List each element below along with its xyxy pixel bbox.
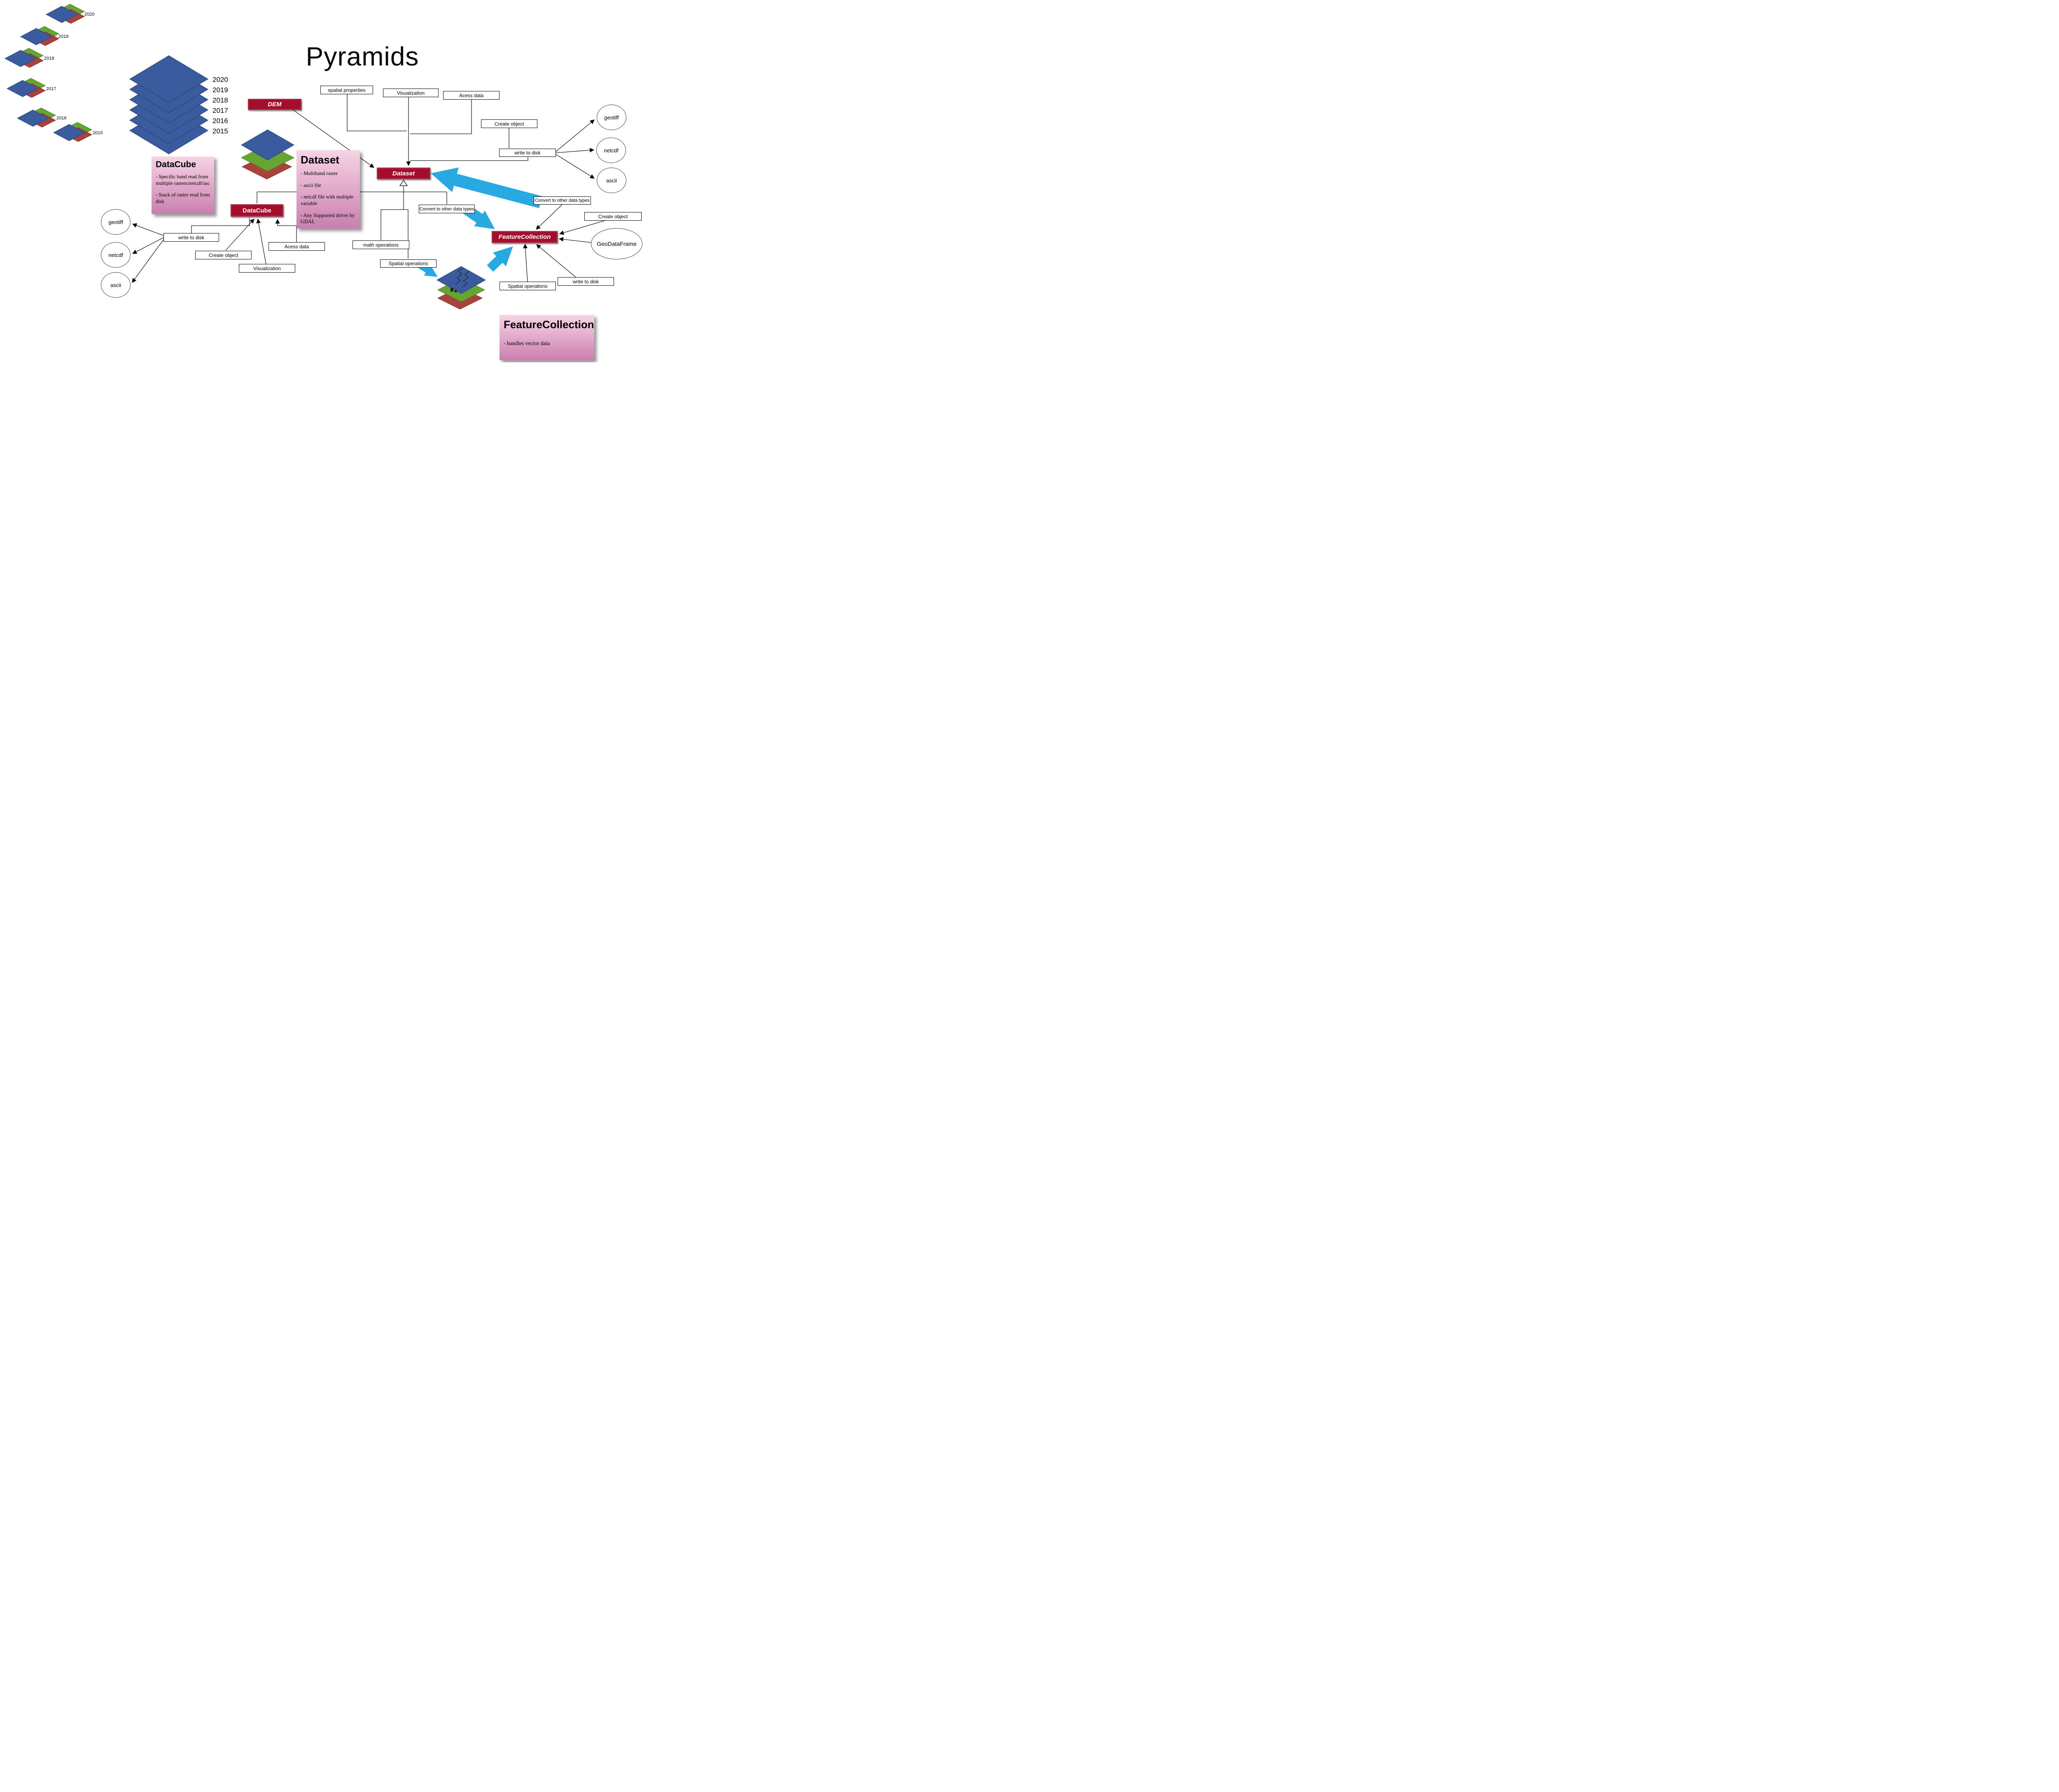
box-spatial-operations-fc: Spatial operations [500,282,556,290]
pyramid-stack-2018 [4,48,44,68]
blue-arrow-convert-to-dataset [431,167,542,208]
box-create-object-fc: Create object [584,212,642,221]
box-create-object-top: Create object [481,119,537,128]
class-box-featurecollection: FeatureCollection [492,231,558,243]
circle-ascii-right: ascii [597,168,626,193]
circle-geodataframe: GeoDataFrame [591,228,642,259]
pyramid-small-stacks [4,4,93,142]
inheritance-triangle [399,180,408,186]
box-create-object-left: Create object [195,251,252,259]
circle-geotiff-right: geotiff [597,105,626,130]
card-featurecollection: FeatureCollection - handles vector data [500,315,594,360]
big-layer-stack [129,55,208,154]
box-write-to-disk-fc: write to disk [558,277,614,286]
annotation-mark [451,288,453,292]
circle-ascii-left: ascii [101,272,131,298]
thick-blue-arrows [418,167,542,277]
box-convert-mid: Convert to other data types [419,205,475,213]
page-title: Pyramids [306,42,419,71]
card-dataset-line: - ascii file [301,182,321,188]
year-label-big-2016: 2016 [212,117,228,125]
pyramid-stack-2020 [45,4,85,24]
year-label-small-2016: 2016 [56,116,67,121]
card-dataset-line: - Any Supported driver by GDAL [301,212,355,225]
year-label-big-2015: 2015 [212,127,228,135]
box-convert-right: Convert to other data types [534,196,591,205]
pyramid-stack-2017 [6,78,46,98]
card-dataset: Dataset - Multiband raster - ascii file … [296,150,360,229]
year-label-small-2018: 2018 [44,56,54,61]
diagram-canvas: Pyramids 2020 2019 2018 2017 2016 2015 2… [0,0,642,362]
year-label-big-2020: 2020 [212,76,228,84]
card-datacube-line: - Stack of raster read from disk [156,192,210,204]
card-dataset-line: - netcdf file with multiple variable [301,194,354,206]
box-visualization-top: Visualization [383,89,439,97]
year-label-big-2019: 2019 [212,86,228,94]
box-math-operations: math operations [353,240,409,249]
raster-stack-dataset [240,129,295,180]
class-box-dem: DEM [248,99,301,110]
annotation-zigzag [455,268,463,284]
pyramid-stack-2016 [16,107,56,128]
year-label-small-2015: 2015 [93,131,103,135]
circle-netcdf-left: netcdf [101,242,131,268]
class-box-datacube: DataCube [231,204,283,217]
box-access-data-top: Acess data [443,91,500,100]
annotation-mark [455,290,457,292]
box-visualization-left: Visualization [239,264,295,273]
diagram-graphics [4,4,605,310]
class-box-dataset: Dataset [377,168,430,179]
connector-lines [132,94,605,283]
card-dataset-line: - Multiband raster [301,170,338,176]
card-featurecollection-line: - handles vector data [504,340,550,346]
pyramid-stack-2019 [20,26,60,46]
box-write-to-disk-left: write to disk [163,233,219,242]
box-spatial-operations-mid: Spatial operations [380,259,437,268]
card-datacube-line: - Specific band read from multiple raste… [156,174,210,186]
year-label-small-2020: 2020 [84,12,95,17]
card-datacube: DataCube - Specific band read from multi… [152,156,214,214]
card-dataset-title: Dataset [301,154,339,166]
year-label-big-2017: 2017 [212,107,228,114]
circle-geotiff-left: geotiff [101,209,131,235]
pyramid-stack-2015 [53,122,93,142]
card-featurecollection-title: FeatureCollection [504,318,594,331]
blue-arrow-raster-to-featurecollection [487,246,513,272]
box-write-to-disk-right: write to disk [499,149,556,157]
year-label-small-2017: 2017 [46,86,56,91]
annotation-zigzag [462,271,470,287]
box-access-data-left: Acess data [268,242,325,251]
box-spatial-properties: spatial properties [320,86,373,94]
card-datacube-title: DataCube [156,160,196,169]
year-label-big-2018: 2018 [212,96,228,104]
year-label-small-2019: 2019 [58,34,69,39]
raster-stack-bottom [436,266,486,310]
circle-netcdf-right: netcdf [596,138,626,163]
